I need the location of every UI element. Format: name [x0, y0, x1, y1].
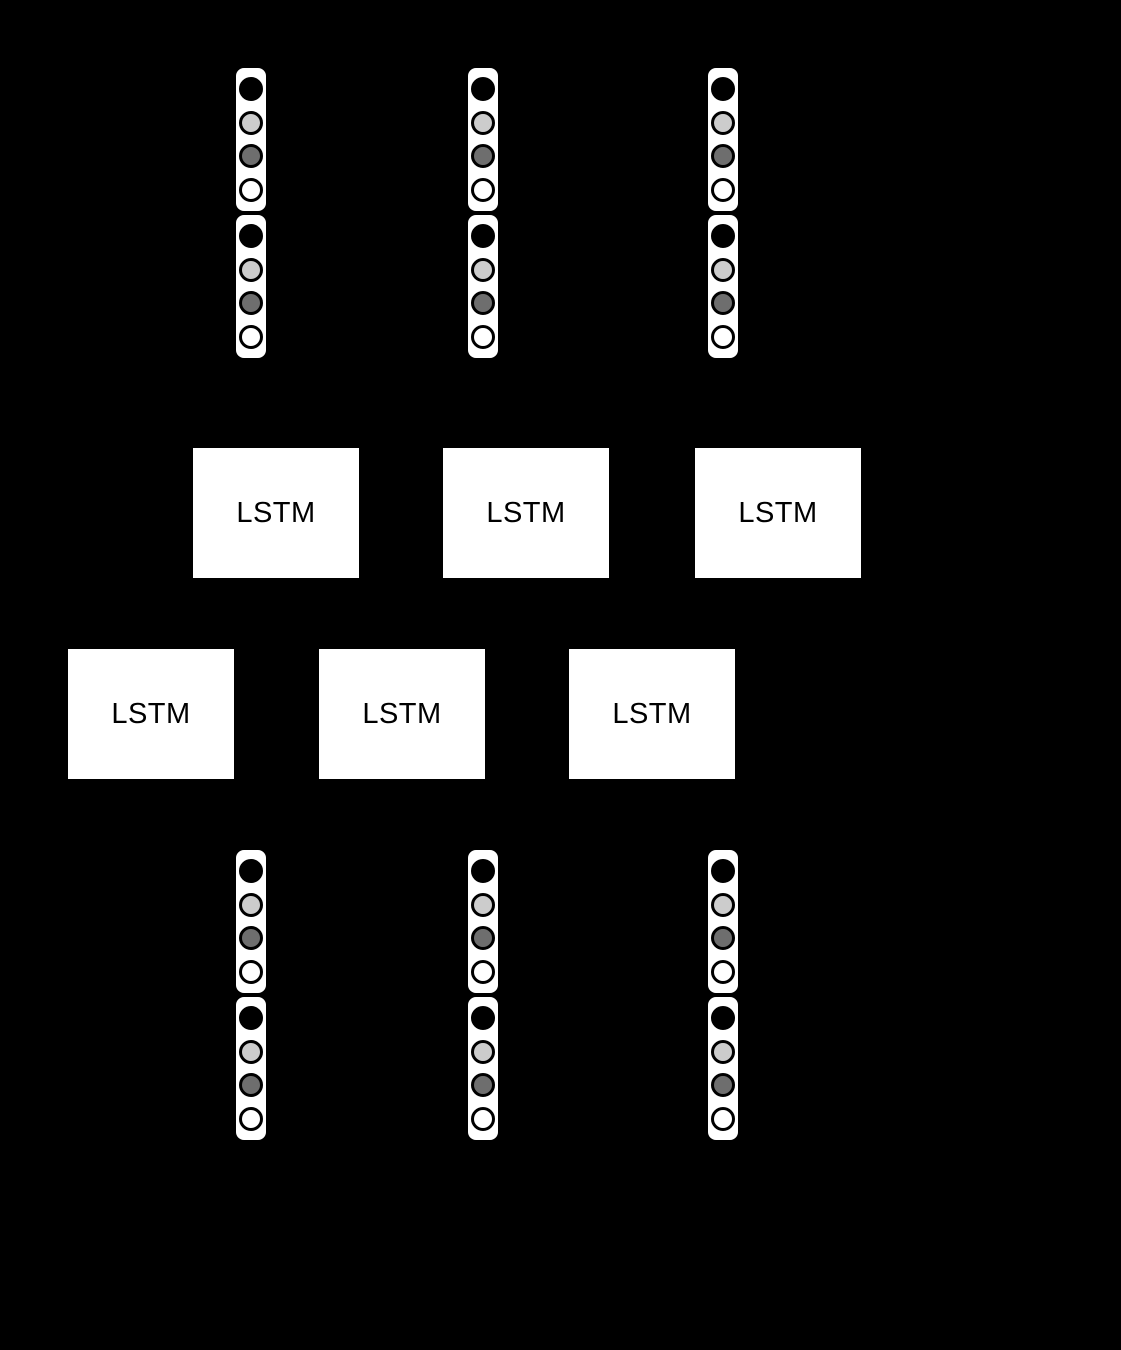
vector-capsule — [468, 850, 498, 993]
white-unit-circle — [239, 177, 263, 202]
dark-gray-unit-circle — [471, 926, 495, 951]
black-unit-circle — [239, 1006, 263, 1031]
black-unit-circle — [711, 1006, 735, 1031]
vector-capsule — [708, 68, 738, 211]
light-gray-unit-circle — [711, 892, 735, 917]
black-unit-circle — [239, 224, 263, 249]
lstm-box: LSTM — [319, 649, 485, 779]
lstm-box: LSTM — [68, 649, 234, 779]
black-unit-circle — [471, 224, 495, 249]
black-unit-circle — [711, 859, 735, 884]
dark-gray-unit-circle — [471, 144, 495, 169]
white-unit-circle — [711, 324, 735, 349]
white-unit-circle — [711, 177, 735, 202]
dark-gray-unit-circle — [471, 1073, 495, 1098]
light-gray-unit-circle — [471, 1039, 495, 1064]
dark-gray-unit-circle — [239, 291, 263, 316]
light-gray-unit-circle — [239, 257, 263, 282]
black-unit-circle — [239, 77, 263, 102]
light-gray-unit-circle — [239, 892, 263, 917]
dark-gray-unit-circle — [471, 291, 495, 316]
light-gray-unit-circle — [711, 257, 735, 282]
vector-capsule — [708, 850, 738, 993]
lstm-label: LSTM — [486, 496, 566, 529]
white-unit-circle — [239, 1106, 263, 1131]
dark-gray-unit-circle — [239, 1073, 263, 1098]
light-gray-unit-circle — [239, 110, 263, 135]
black-unit-circle — [711, 224, 735, 249]
vector-capsule — [236, 215, 266, 358]
black-unit-circle — [471, 1006, 495, 1031]
dark-gray-unit-circle — [239, 926, 263, 951]
dark-gray-unit-circle — [239, 144, 263, 169]
lstm-box: LSTM — [695, 448, 861, 578]
lstm-box: LSTM — [569, 649, 735, 779]
white-unit-circle — [471, 324, 495, 349]
white-unit-circle — [711, 959, 735, 984]
light-gray-unit-circle — [471, 892, 495, 917]
white-unit-circle — [239, 324, 263, 349]
lstm-box: LSTM — [193, 448, 359, 578]
lstm-label: LSTM — [362, 697, 442, 730]
black-unit-circle — [471, 859, 495, 884]
vector-capsule — [468, 68, 498, 211]
black-unit-circle — [711, 77, 735, 102]
dark-gray-unit-circle — [711, 1073, 735, 1098]
lstm-label: LSTM — [612, 697, 692, 730]
black-unit-circle — [239, 859, 263, 884]
vector-capsule — [236, 997, 266, 1140]
white-unit-circle — [239, 959, 263, 984]
vector-capsule — [236, 850, 266, 993]
dark-gray-unit-circle — [711, 291, 735, 316]
vector-capsule — [708, 215, 738, 358]
lstm-label: LSTM — [111, 697, 191, 730]
white-unit-circle — [471, 959, 495, 984]
dark-gray-unit-circle — [711, 144, 735, 169]
light-gray-unit-circle — [239, 1039, 263, 1064]
vector-capsule — [236, 68, 266, 211]
lstm-label: LSTM — [738, 496, 818, 529]
light-gray-unit-circle — [471, 257, 495, 282]
light-gray-unit-circle — [711, 1039, 735, 1064]
light-gray-unit-circle — [471, 110, 495, 135]
white-unit-circle — [711, 1106, 735, 1131]
black-unit-circle — [471, 77, 495, 102]
light-gray-unit-circle — [711, 110, 735, 135]
vector-capsule — [468, 997, 498, 1140]
white-unit-circle — [471, 1106, 495, 1131]
vector-capsule — [708, 997, 738, 1140]
lstm-label: LSTM — [236, 496, 316, 529]
white-unit-circle — [471, 177, 495, 202]
dark-gray-unit-circle — [711, 926, 735, 951]
vector-capsule — [468, 215, 498, 358]
lstm-box: LSTM — [443, 448, 609, 578]
